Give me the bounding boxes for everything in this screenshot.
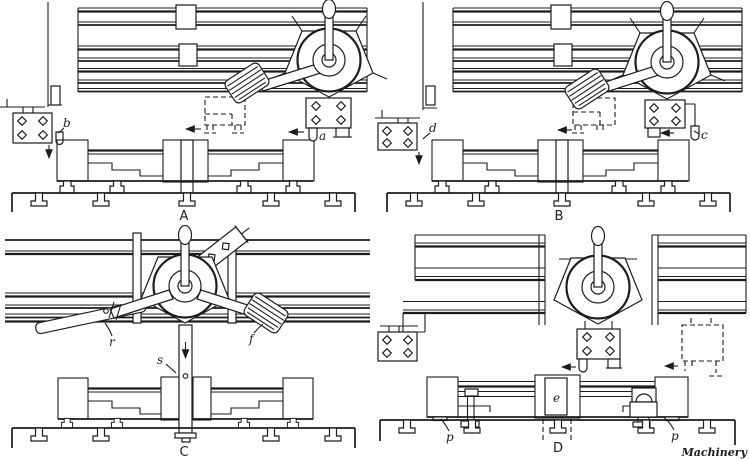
stop-pin-b	[55, 131, 64, 146]
column-b	[422, 2, 437, 110]
spoke	[109, 289, 174, 319]
left-bracket-a	[0, 99, 64, 160]
fixture-a	[56, 139, 315, 194]
crossrail-d	[403, 234, 747, 325]
table-b	[386, 192, 731, 212]
label-b: b	[63, 116, 71, 130]
fixture-b	[431, 139, 690, 194]
panel-a: b a A	[0, 0, 388, 224]
saddle-bracket-d	[576, 321, 622, 373]
knurled-grip-f	[241, 290, 291, 336]
dome-clamp	[635, 393, 653, 403]
phantom-bracket-d	[681, 318, 724, 377]
panel-letter-c: C	[179, 445, 188, 460]
label-c: c	[701, 128, 708, 142]
screw-collar	[175, 4, 197, 30]
label-d: d	[429, 121, 437, 135]
fixture-d	[426, 374, 689, 428]
saddle-bracket-a	[305, 97, 352, 142]
left-bracket-b	[375, 110, 423, 166]
table-a	[11, 192, 356, 212]
panel-b: d c B	[375, 0, 743, 224]
handwheel-a	[222, 0, 388, 106]
label-p-left: p	[446, 430, 454, 444]
screw-collar	[178, 43, 198, 67]
panel-letter-b: B	[555, 209, 564, 224]
panel-letter-a: A	[180, 209, 189, 224]
phantom-dog-a	[204, 96, 246, 134]
lever-pin-hole	[103, 308, 109, 314]
panel-c: r s f C	[5, 224, 370, 460]
table-c	[11, 427, 356, 448]
saddle-post	[132, 232, 142, 324]
phantom-dog-b	[572, 97, 616, 134]
crossrail-a	[77, 4, 368, 93]
panel-d: e p p D	[377, 225, 747, 456]
pin-hole	[182, 373, 189, 379]
knurled-grip	[562, 66, 612, 112]
left-bracket-d	[377, 313, 426, 362]
label-a: a	[319, 129, 326, 143]
saddle-bracket-b	[644, 99, 700, 141]
label-s: s	[157, 353, 163, 367]
panel-letter-d: D	[553, 441, 563, 456]
label-f: f	[248, 332, 256, 346]
table-d	[379, 419, 736, 445]
stop-pin-c	[690, 125, 700, 141]
label-e: e	[553, 391, 560, 405]
stop-pin-a	[308, 127, 318, 142]
handwheel-d	[552, 225, 644, 326]
gib-block-e	[544, 377, 568, 416]
label-p-right: p	[671, 429, 679, 443]
stop-pin	[578, 358, 588, 373]
feed-shaft-s	[174, 324, 197, 443]
credit-machinery: Machinery	[681, 446, 749, 459]
knurled-grip	[222, 60, 272, 106]
handwheel-b	[562, 0, 726, 112]
column-a	[47, 2, 62, 107]
handwheel-c	[103, 224, 291, 336]
label-r: r	[109, 335, 116, 349]
